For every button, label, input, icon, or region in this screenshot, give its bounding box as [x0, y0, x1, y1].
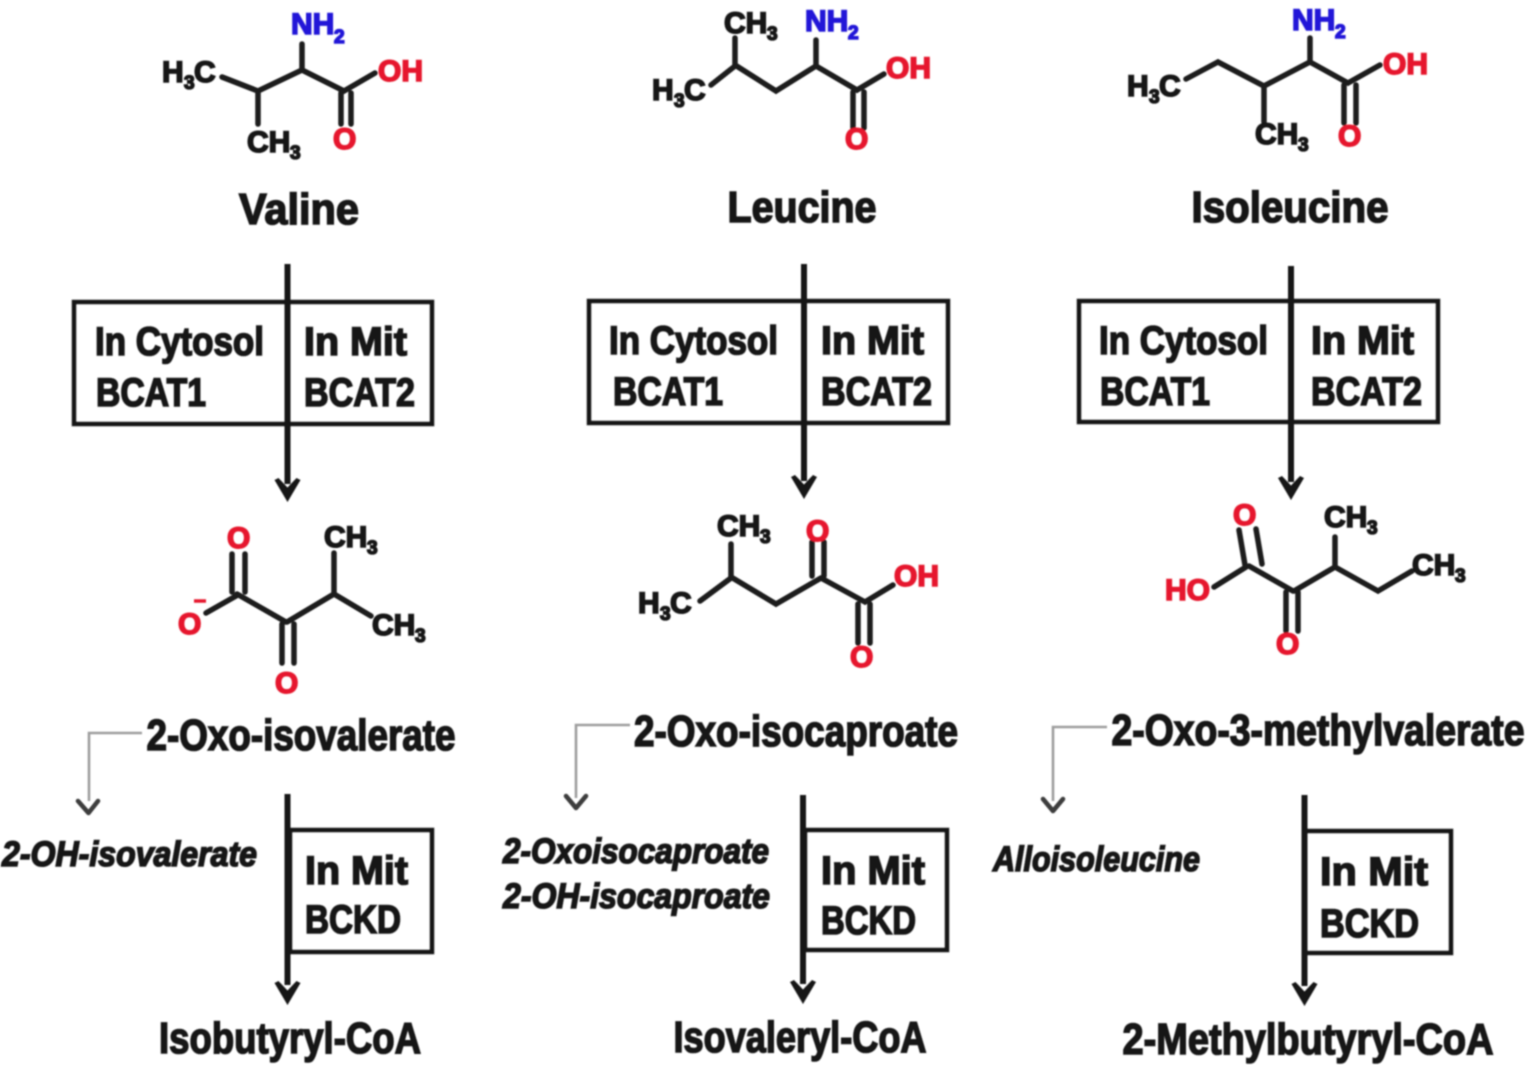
svg-text:3: 3: [1298, 135, 1309, 156]
svg-text:O: O: [850, 641, 873, 674]
svg-text:CH: CH: [717, 510, 760, 543]
svg-text:OH: OH: [1383, 48, 1428, 81]
svg-text:C: C: [194, 56, 216, 89]
svg-text:OH: OH: [894, 560, 939, 593]
svg-text:In Cytosol: In Cytosol: [95, 320, 264, 364]
svg-text:BCKD: BCKD: [821, 899, 916, 943]
svg-text:In Mit: In Mit: [821, 319, 924, 363]
svg-text:Leucine: Leucine: [728, 183, 877, 232]
svg-text:Isovaleryl-CoA: Isovaleryl-CoA: [674, 1013, 927, 1062]
svg-text:H: H: [652, 74, 674, 107]
svg-text:In Mit: In Mit: [821, 849, 925, 893]
svg-text:CH: CH: [247, 126, 290, 159]
svg-text:O: O: [227, 522, 250, 555]
svg-text:BCAT1: BCAT1: [613, 370, 723, 414]
svg-text:O: O: [275, 667, 298, 700]
svg-text:NH: NH: [291, 8, 334, 41]
svg-text:O: O: [333, 123, 356, 156]
svg-text:Isobutyryl-CoA: Isobutyryl-CoA: [159, 1014, 421, 1063]
svg-text:Alloisoleucine: Alloisoleucine: [992, 840, 1200, 879]
svg-text:3: 3: [760, 527, 771, 548]
svg-text:H: H: [638, 587, 660, 620]
svg-text:NH: NH: [1292, 4, 1335, 37]
svg-text:C: C: [1159, 70, 1181, 103]
svg-text:CH: CH: [372, 609, 415, 642]
svg-text:3: 3: [184, 73, 195, 94]
svg-text:3: 3: [660, 604, 671, 625]
svg-text:Valine: Valine: [239, 185, 359, 234]
svg-text:CH: CH: [724, 7, 767, 40]
svg-text:2: 2: [848, 23, 859, 44]
svg-text:3: 3: [415, 626, 426, 647]
svg-text:BCAT1: BCAT1: [96, 371, 206, 415]
svg-text:3: 3: [767, 24, 778, 45]
svg-text:2-OH-isovalerate: 2-OH-isovalerate: [1, 835, 257, 874]
svg-text:3: 3: [290, 143, 301, 164]
svg-text:H: H: [162, 56, 184, 89]
svg-text:O: O: [1338, 120, 1361, 153]
svg-text:O: O: [178, 608, 201, 641]
svg-text:C: C: [684, 74, 706, 107]
svg-text:O: O: [1233, 499, 1256, 532]
svg-text:In Cytosol: In Cytosol: [1099, 319, 1268, 363]
svg-text:In Mit: In Mit: [305, 849, 408, 893]
svg-text:CH: CH: [1255, 118, 1298, 151]
svg-text:BCAT2: BCAT2: [1311, 370, 1422, 414]
svg-text:NH: NH: [805, 5, 848, 38]
svg-text:Isoleucine: Isoleucine: [1192, 183, 1389, 232]
svg-text:In Mit: In Mit: [1311, 319, 1414, 363]
svg-text:O: O: [1276, 628, 1299, 661]
svg-text:OH: OH: [886, 52, 931, 85]
svg-text:3: 3: [1367, 518, 1378, 539]
svg-text:HO: HO: [1165, 574, 1210, 607]
svg-text:2-Oxoisocaproate: 2-Oxoisocaproate: [502, 832, 769, 871]
svg-text:In Mit: In Mit: [1320, 850, 1428, 894]
svg-text:2-Methylbutyryl-CoA: 2-Methylbutyryl-CoA: [1123, 1015, 1494, 1064]
svg-text:2: 2: [1335, 22, 1346, 43]
svg-text:O: O: [845, 123, 868, 156]
svg-text:3: 3: [1455, 566, 1466, 587]
svg-text:BCKD: BCKD: [305, 898, 401, 942]
svg-text:2-Oxo-isocaproate: 2-Oxo-isocaproate: [634, 707, 958, 756]
svg-text:CH: CH: [1412, 549, 1455, 582]
svg-text:2-Oxo-isovalerate: 2-Oxo-isovalerate: [147, 711, 456, 760]
svg-text:H: H: [1127, 70, 1149, 103]
svg-text:BCAT2: BCAT2: [821, 370, 932, 414]
svg-text:BCKD: BCKD: [1320, 902, 1419, 946]
svg-text:O: O: [806, 515, 829, 548]
svg-text:3: 3: [367, 538, 378, 559]
svg-text:C: C: [670, 587, 692, 620]
svg-text:In Mit: In Mit: [304, 320, 407, 364]
svg-text:BCAT1: BCAT1: [1100, 370, 1210, 414]
svg-text:3: 3: [674, 91, 685, 112]
svg-text:CH: CH: [1324, 501, 1367, 534]
svg-text:In Cytosol: In Cytosol: [609, 319, 778, 363]
svg-text:2-OH-isocaproate: 2-OH-isocaproate: [502, 877, 770, 916]
svg-text:OH: OH: [378, 55, 423, 88]
svg-text:BCAT2: BCAT2: [304, 371, 415, 415]
svg-text:2: 2: [334, 27, 345, 48]
svg-text:3: 3: [1149, 87, 1160, 108]
svg-text:CH: CH: [324, 521, 367, 554]
svg-text:2-Oxo-3-methylvalerate: 2-Oxo-3-methylvalerate: [1112, 706, 1525, 755]
